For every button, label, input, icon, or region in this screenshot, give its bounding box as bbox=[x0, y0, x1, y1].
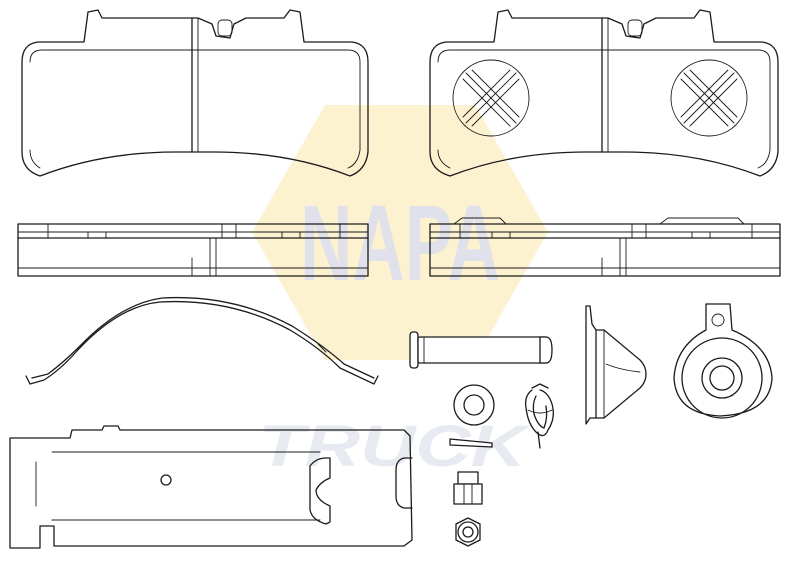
brake-pad-plain bbox=[21, 9, 369, 177]
rubber-cap bbox=[585, 305, 647, 425]
watermark-brand-text: NAPA bbox=[300, 182, 500, 303]
sleeve bbox=[453, 471, 483, 505]
washer bbox=[453, 384, 495, 426]
brake-pad-sensor bbox=[429, 9, 779, 177]
retaining-spring bbox=[25, 296, 379, 385]
r-clip bbox=[524, 383, 554, 449]
hold-down-plate bbox=[9, 425, 413, 549]
split-pin bbox=[449, 438, 493, 448]
brake-pad-side-profile-a bbox=[17, 223, 369, 277]
wear-mark-right bbox=[670, 59, 748, 137]
watermark: NAPA TRUCK bbox=[252, 105, 548, 479]
wear-mark-left bbox=[452, 59, 530, 137]
eye-bracket bbox=[673, 303, 773, 419]
brake-pad-side-profile-b bbox=[429, 217, 781, 277]
hex-nut bbox=[455, 517, 481, 547]
watermark-hexagon bbox=[252, 105, 548, 360]
retaining-pin bbox=[409, 331, 553, 369]
